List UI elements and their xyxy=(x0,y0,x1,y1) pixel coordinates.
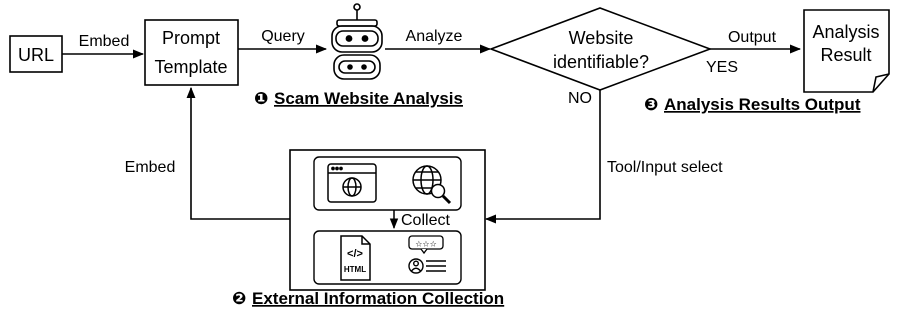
prompt-template-node: Prompt Template xyxy=(144,19,239,86)
edge-label-yes: YES xyxy=(706,59,738,76)
prompt-label-line1: Prompt xyxy=(162,28,220,48)
section-title-3: ❸ Analysis Results Output xyxy=(644,95,861,115)
edge-label-output: Output xyxy=(728,29,777,46)
section-title-2: ❷ External Information Collection xyxy=(232,289,504,309)
robot-icon xyxy=(331,3,383,80)
edge-label-query: Query xyxy=(261,28,305,45)
prompt-label-line2: Template xyxy=(154,57,227,77)
section-2-title: External Information Collection xyxy=(252,289,504,308)
review-stars-icon: ☆☆☆ xyxy=(408,235,444,255)
browser-window-icon xyxy=(327,163,377,203)
result-label-line1: Analysis xyxy=(812,22,879,42)
edge-collection-to-prompt xyxy=(186,86,290,220)
section-1-number: ❶ xyxy=(254,89,268,109)
result-label-line2: Result xyxy=(820,45,871,65)
decision-label-line2: identifiable? xyxy=(553,52,649,72)
user-profile-icon xyxy=(408,258,446,274)
section-title-1: ❶ Scam Website Analysis xyxy=(254,89,463,109)
section-1-title: Scam Website Analysis xyxy=(274,89,463,108)
url-label: URL xyxy=(18,45,54,65)
html-icon-text: HTML xyxy=(344,265,366,274)
decision-node: Website identifiable? xyxy=(488,7,713,91)
section-2-number: ❷ xyxy=(232,289,246,309)
collection-container: Collect </> HTML ☆☆☆ xyxy=(289,149,486,291)
globe-search-icon xyxy=(412,165,452,205)
section-3-title: Analysis Results Output xyxy=(664,95,861,114)
section-3-number: ❸ xyxy=(644,95,658,115)
svg-text:</>: </> xyxy=(347,248,363,260)
url-node: URL xyxy=(9,35,63,73)
collect-label: Collect xyxy=(401,212,450,229)
decision-label-line1: Website xyxy=(569,28,634,48)
analysis-result-node: Analysis Result xyxy=(803,9,890,93)
edge-label-analyze: Analyze xyxy=(406,28,463,45)
edge-label-embed-left: Embed xyxy=(125,159,176,176)
edge-decision-no-to-collection xyxy=(484,90,601,224)
edge-label-no: NO xyxy=(568,90,592,107)
edge-label-embed-top: Embed xyxy=(79,33,130,50)
edge-label-tool-select: Tool/Input select xyxy=(607,159,723,176)
svg-text:☆☆☆: ☆☆☆ xyxy=(415,240,437,249)
html-file-icon: </> HTML xyxy=(340,235,371,281)
